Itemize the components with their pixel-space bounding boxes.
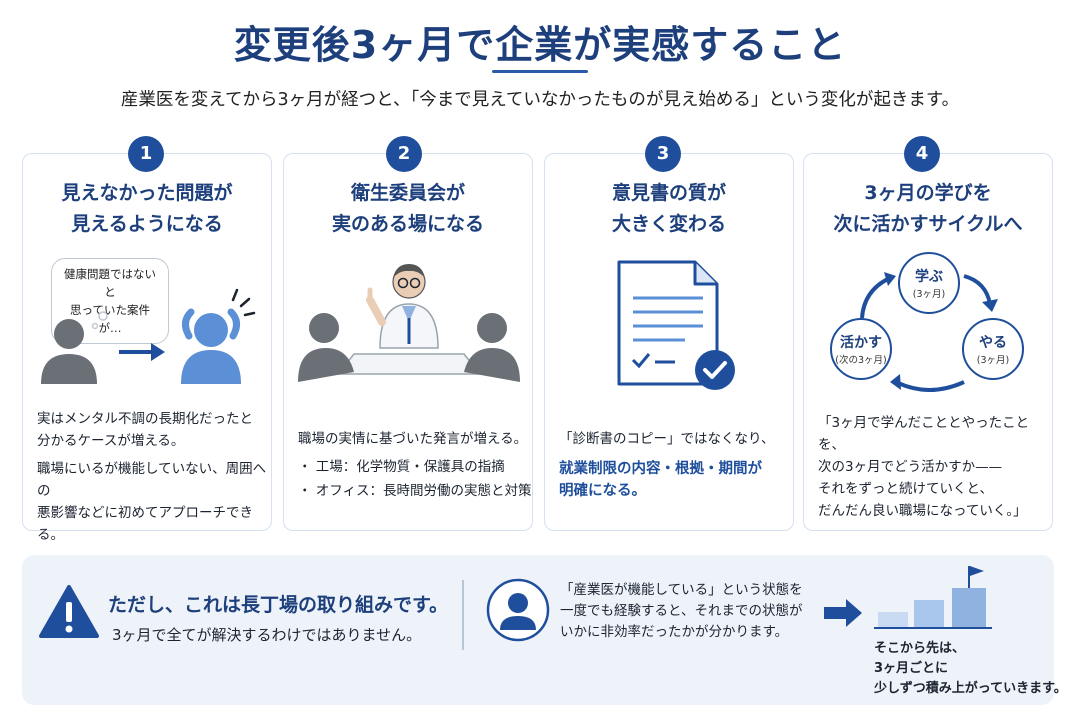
stressed-person-icon xyxy=(181,288,256,384)
page-title: 変更後3ヶ月で企業が実感すること xyxy=(233,23,847,67)
arrow-right-icon xyxy=(824,599,862,627)
card-3-illustration xyxy=(617,260,735,390)
card-1-body: 実はメンタル不調の長期化だったと 分かるケースが増える。 職場にいるが機能してい… xyxy=(37,411,267,543)
warning-subtitle: 3ヶ月で全てが解決するわけではありません。 xyxy=(112,626,422,644)
card-2: 衛生委員会が 実のある場になる 職場の実情に基づいた発言が増える。 ・ 工場 xyxy=(283,153,533,531)
card-3-body: 「診断書のコピー」ではなくなり、 就業制限の内容・根拠・期間が 明確になる。 xyxy=(559,431,775,499)
card-4-title: 3ヶ月の学びを 次に活かすサイクルへ xyxy=(833,182,1023,235)
meeting-table-icon xyxy=(336,353,482,375)
warning-icon xyxy=(39,585,99,638)
arrow-right-icon xyxy=(119,343,165,361)
document-icon xyxy=(617,260,719,386)
card-1-illustration xyxy=(41,288,256,384)
cycle-arrows-icon xyxy=(860,272,998,392)
person-icon xyxy=(298,313,354,382)
person-icon xyxy=(41,319,97,384)
flag-icon xyxy=(968,566,984,588)
warning-title: ただし、これは長丁場の取り組みです。 xyxy=(108,594,449,616)
step-number-3: 3 xyxy=(645,136,681,172)
closing-text: そこから先は、 3ヶ月ごとに 少しずつ積み上がっていきます。 xyxy=(874,641,1067,696)
user-avatar-icon xyxy=(486,578,550,642)
card-3: 意見書の質が 大きく変わる 「診断書のコピー」ではなくなり、 就業制限の内容・根… xyxy=(544,153,794,531)
card-2-illustration xyxy=(298,264,520,382)
step-number-4: 4 xyxy=(904,136,940,172)
cycle-apply: 活かす (次の3ヶ月) xyxy=(830,318,892,380)
steps-chart-icon xyxy=(874,566,992,629)
doctor-icon xyxy=(366,264,439,349)
card-1: 見えなかった問題が 見えるようになる 健康問題ではないと 思っていた案件が… 実… xyxy=(22,153,272,543)
card-2-body: 職場の実情に基づいた発言が増える。 ・ 工場：化学物質・保護具の指摘 ・ オフィ… xyxy=(298,431,532,499)
card-3-title: 意見書の質が 大きく変わる xyxy=(611,182,726,235)
person-icon xyxy=(464,313,520,382)
page-subtitle: 産業医を変えてから3ヶ月が経つと、「今まで見えていなかったものが見え始める」とい… xyxy=(120,90,960,110)
step-number-1: 1 xyxy=(128,136,164,172)
card-1-title: 見えなかった問題が 見えるようになる xyxy=(61,182,233,235)
card-4: 3ヶ月の学びを 次に活かすサイクルへ 学ぶ (3ヶ月) やる (3ヶ月) 活かす… xyxy=(803,153,1053,531)
section-divider xyxy=(462,580,464,650)
experience-text: 「産業医が機能している」という状態を 一度でも経験すると、それまでの状態が いか… xyxy=(560,582,803,640)
card-2-title: 衛生委員会が 実のある場になる xyxy=(331,182,484,235)
step-number-2: 2 xyxy=(386,136,422,172)
cycle-do: やる (3ヶ月) xyxy=(962,318,1024,380)
cycle-learn: 学ぶ (3ヶ月) xyxy=(898,252,960,314)
check-badge-icon xyxy=(695,350,735,390)
title-underline xyxy=(492,70,588,73)
card-4-body: 「3ヶ月で学んだこととやったことを、 次の3ヶ月でどう活かすか—— それをずっと… xyxy=(818,415,1030,519)
